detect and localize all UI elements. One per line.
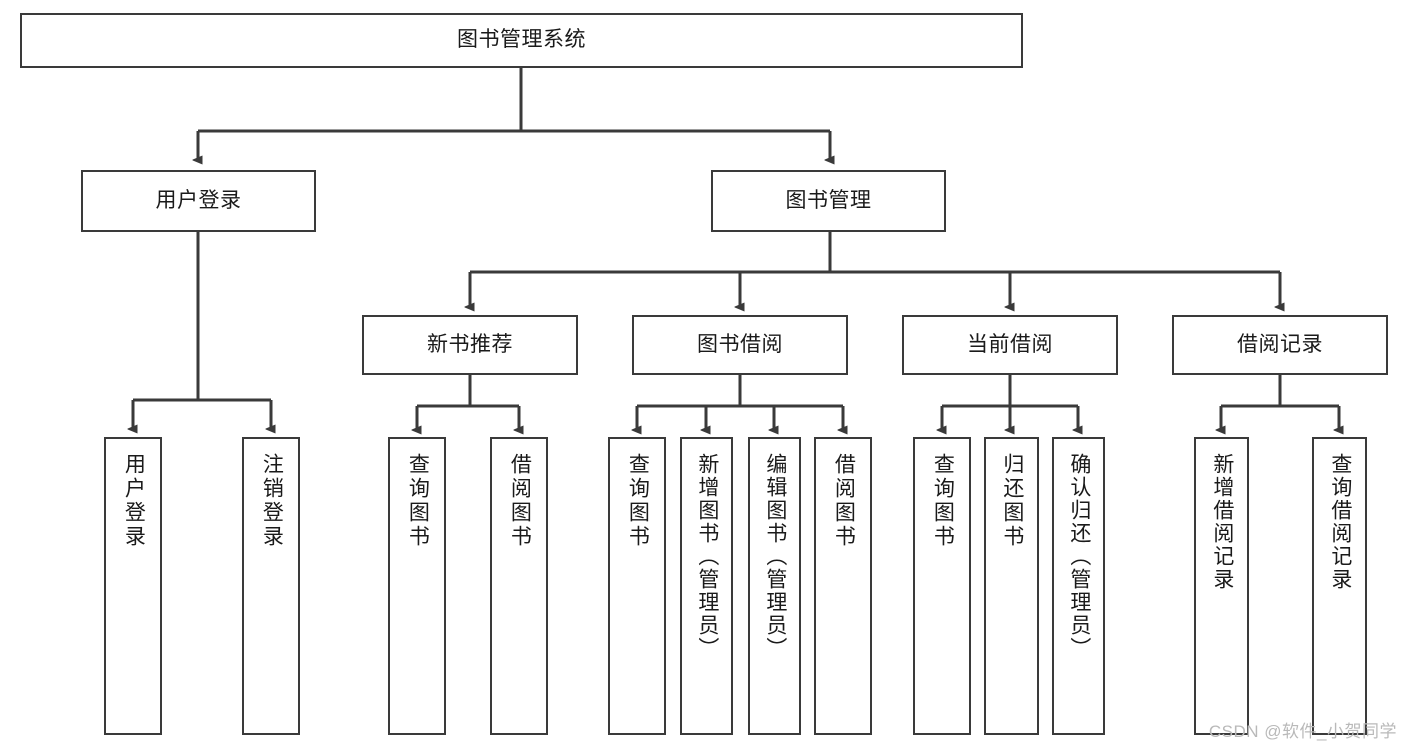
node-label: 查询图书 — [931, 453, 955, 549]
leaf-borrow-borrow-book[interactable]: 借阅图书 — [814, 437, 872, 735]
node-label: 查询图书 — [406, 453, 430, 549]
node-label: 新增借阅记录 — [1210, 453, 1234, 591]
node-label: 确认归还（管理员） — [1067, 453, 1091, 660]
leaf-record-query-record[interactable]: 查询借阅记录 — [1312, 437, 1367, 735]
leaf-current-confirm-return-admin[interactable]: 确认归还（管理员） — [1052, 437, 1105, 735]
leaf-current-return-book[interactable]: 归还图书 — [984, 437, 1039, 735]
node-label: 借阅记录 — [1237, 332, 1323, 356]
node-label: 新增图书（管理员） — [695, 453, 719, 660]
leaf-borrow-edit-book-admin[interactable]: 编辑图书（管理员） — [748, 437, 801, 735]
leaf-borrow-add-book-admin[interactable]: 新增图书（管理员） — [680, 437, 733, 735]
node-borrow-record[interactable]: 借阅记录 — [1172, 315, 1388, 375]
node-label: 当前借阅 — [967, 332, 1053, 356]
node-label: 编辑图书（管理员） — [763, 453, 787, 660]
leaf-recommend-borrow-book[interactable]: 借阅图书 — [490, 437, 548, 735]
node-label: 注销登录 — [260, 453, 284, 549]
node-new-book-recommend[interactable]: 新书推荐 — [362, 315, 578, 375]
node-root-system[interactable]: 图书管理系统 — [20, 13, 1023, 68]
node-label: 借阅图书 — [832, 453, 856, 549]
node-current-borrow[interactable]: 当前借阅 — [902, 315, 1118, 375]
leaf-current-query-book[interactable]: 查询图书 — [913, 437, 971, 735]
leaf-record-add-record[interactable]: 新增借阅记录 — [1194, 437, 1249, 735]
leaf-user-login-login[interactable]: 用户登录 — [104, 437, 162, 735]
node-label: 图书管理 — [785, 188, 872, 212]
node-label: 查询图书 — [626, 453, 650, 549]
node-label: 用户登录 — [155, 188, 242, 212]
node-label: 新书推荐 — [427, 332, 513, 356]
node-label: 归还图书 — [1000, 453, 1024, 549]
node-label: 图书管理系统 — [457, 28, 586, 52]
node-label: 用户登录 — [122, 453, 146, 549]
leaf-recommend-query-book[interactable]: 查询图书 — [388, 437, 446, 735]
node-label: 借阅图书 — [508, 453, 532, 549]
node-label: 查询借阅记录 — [1328, 453, 1352, 591]
node-book-borrow[interactable]: 图书借阅 — [632, 315, 848, 375]
leaf-user-login-logout[interactable]: 注销登录 — [242, 437, 300, 735]
node-label: 图书借阅 — [697, 332, 783, 356]
leaf-borrow-query-book[interactable]: 查询图书 — [608, 437, 666, 735]
node-user-login[interactable]: 用户登录 — [81, 170, 316, 232]
csdn-watermark: CSDN @软件_小贺同学 — [1208, 722, 1397, 741]
node-book-management[interactable]: 图书管理 — [711, 170, 946, 232]
